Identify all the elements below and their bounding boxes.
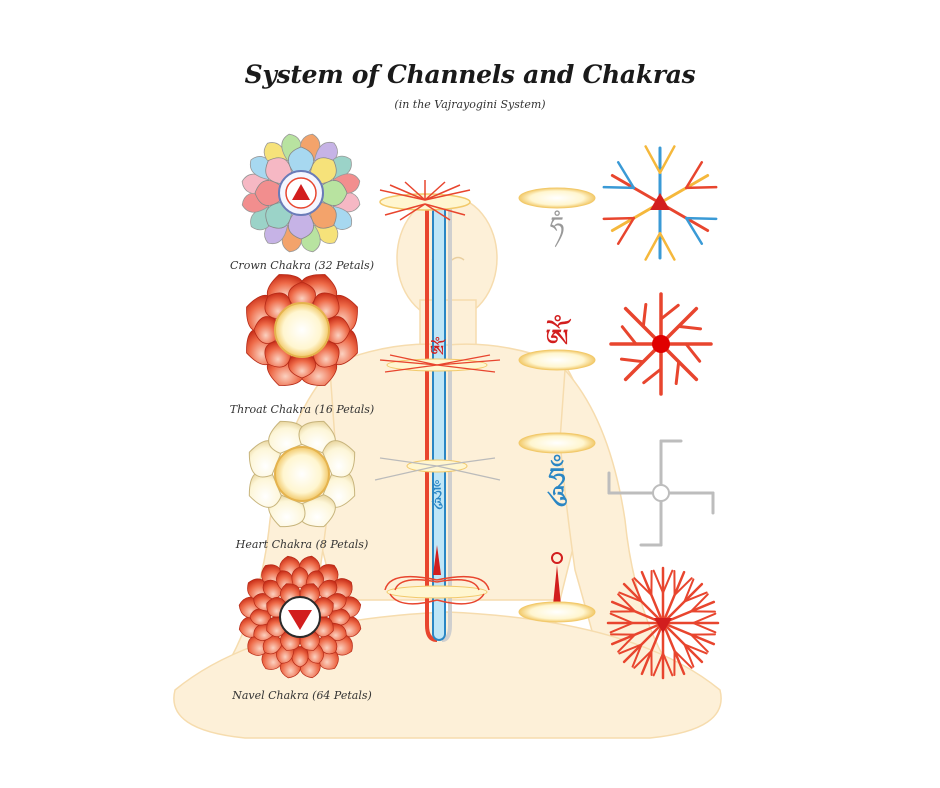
navel-spoke xyxy=(610,600,665,625)
seed-syllable-column: ཧཾ ཨོཾ ཧཱུྃ xyxy=(518,187,596,623)
ah-short-syllable-icon xyxy=(551,552,563,605)
crown-lotus-icon xyxy=(241,133,361,253)
throat-lotus-icon xyxy=(246,274,358,386)
navel-spoke xyxy=(610,621,665,646)
navel-spoke xyxy=(661,621,716,646)
crown-spokes-icon xyxy=(602,145,718,261)
throat-fan-icon: ཨོཾ xyxy=(379,337,501,373)
navel-fan-icon xyxy=(384,545,490,605)
throat-chakra-label: Throat Chakra (16 Petals) xyxy=(229,403,375,416)
ham-syllable-icon: ཧཾ xyxy=(550,210,565,248)
diagram-title: System of Channels and Chakras xyxy=(244,60,696,89)
navel-lotus-icon xyxy=(238,555,362,679)
navel-spoke xyxy=(661,582,704,625)
navel-spoke xyxy=(640,570,665,625)
navel-chakra-label: Navel Chakra (64 Petals) xyxy=(232,689,372,702)
throat-spokes-icon xyxy=(609,292,713,396)
heart-lotus-icon xyxy=(248,420,356,528)
navel-spoke xyxy=(661,621,686,676)
navel-spoke xyxy=(622,582,665,625)
navel-spoke xyxy=(661,600,716,625)
diagram-subtitle: (in the Vajrayogini System) xyxy=(394,98,546,111)
navel-spoke xyxy=(661,621,704,664)
hum-syllable-icon: ཧཱུྃ xyxy=(547,454,567,507)
central-channels xyxy=(425,199,452,642)
heart-petal xyxy=(322,440,356,478)
crown-spoke xyxy=(658,161,718,205)
heart-chakra-label: Heart Chakra (8 Petals) xyxy=(235,538,369,551)
crown-spoke xyxy=(602,161,662,205)
navel-spoke xyxy=(622,621,665,664)
svg-text:ཧཱུྃ: ཧཱུྃ xyxy=(431,480,443,510)
crown-chakra-label: Crown Chakra (32 Petals) xyxy=(230,259,374,272)
svg-text:ཨོཾ: ཨོཾ xyxy=(430,337,447,363)
heart-fan-icon: ཧཱུྃ xyxy=(374,457,501,510)
crown-fan-icon xyxy=(379,180,471,221)
navel-spokes-icon xyxy=(606,566,720,680)
navel-spoke xyxy=(661,570,686,625)
navel-spoke xyxy=(640,621,665,676)
heart-spokes-icon xyxy=(607,439,715,547)
crown-spoke xyxy=(644,201,676,261)
